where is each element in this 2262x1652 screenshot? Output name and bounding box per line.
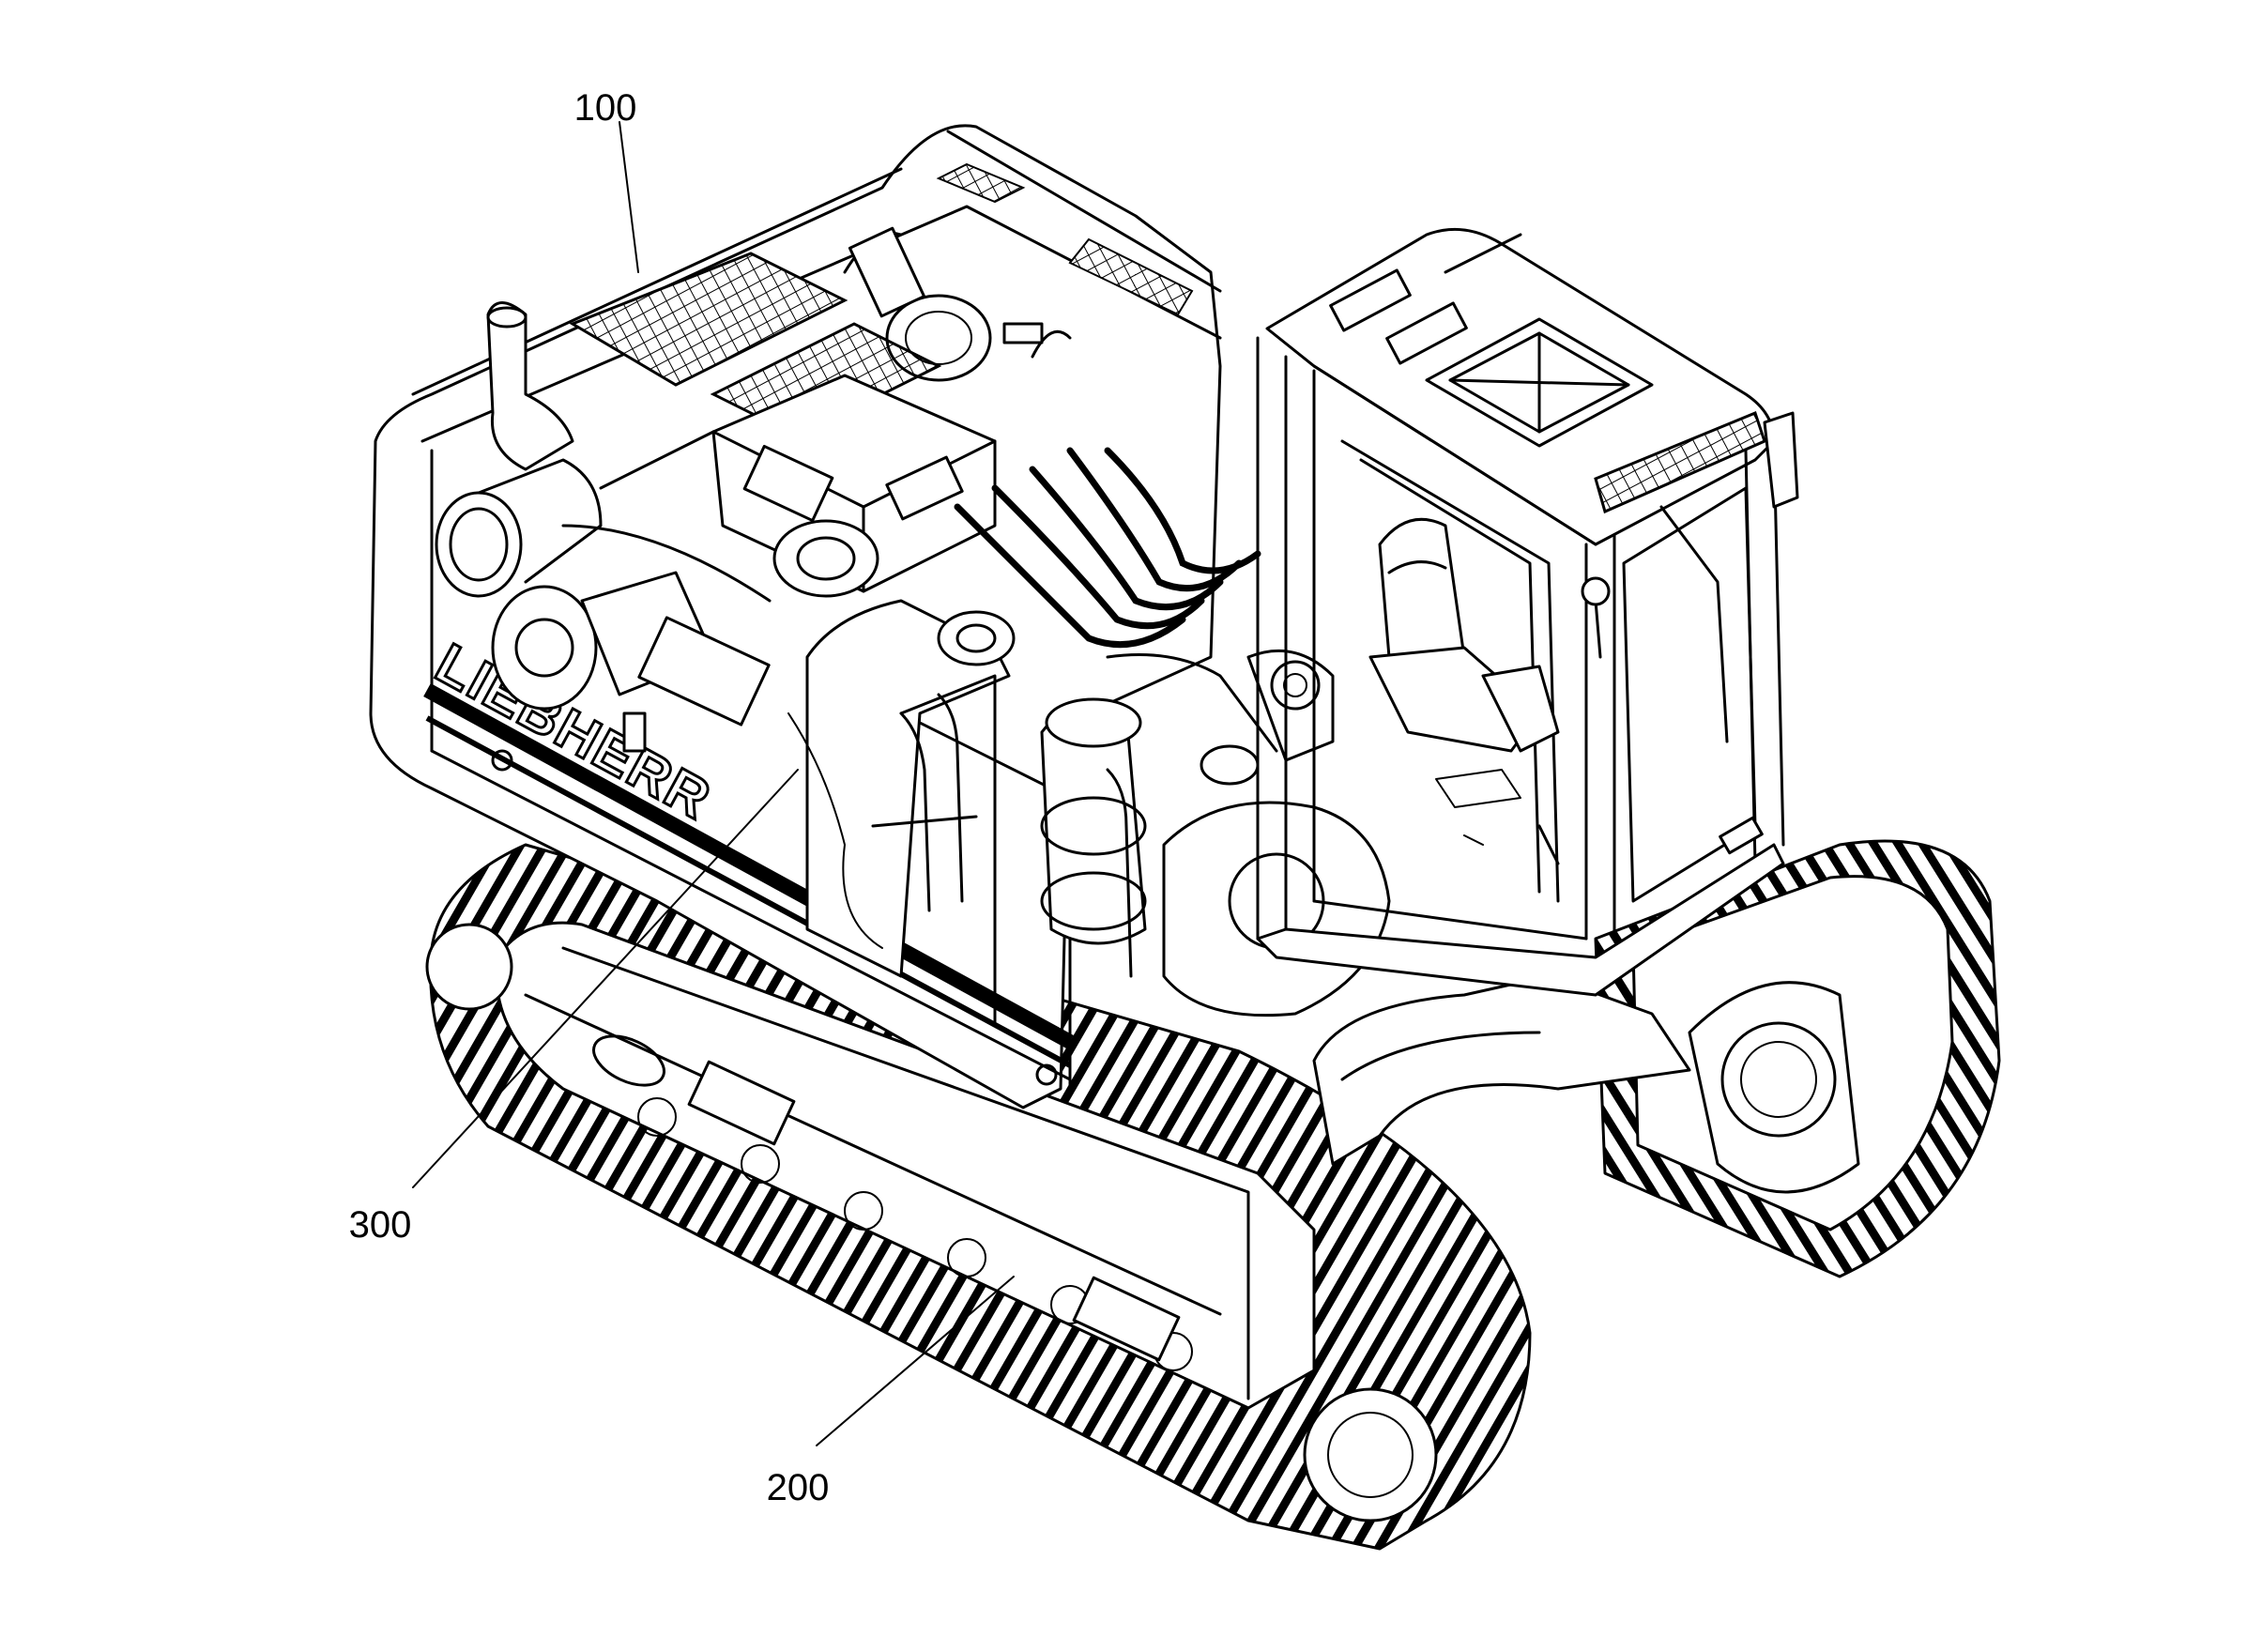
reference-numeral-200: 200 [767, 1467, 830, 1508]
operator-cab [1256, 227, 1799, 997]
reference-callouts: 100 300 200 [349, 87, 1015, 1508]
hydraulic-hoses [954, 447, 1261, 649]
engine-compartment [435, 162, 1194, 727]
reference-numeral-300: 300 [349, 1204, 412, 1246]
leader-line-100 [619, 121, 639, 273]
reference-numeral-100: 100 [574, 87, 637, 129]
leader-line-200 [816, 1276, 1015, 1446]
handrails [899, 693, 1133, 978]
leader-line-300 [412, 769, 799, 1188]
right-track [1594, 839, 2001, 1278]
left-track [425, 843, 1532, 1551]
car-body [1312, 974, 1691, 1166]
